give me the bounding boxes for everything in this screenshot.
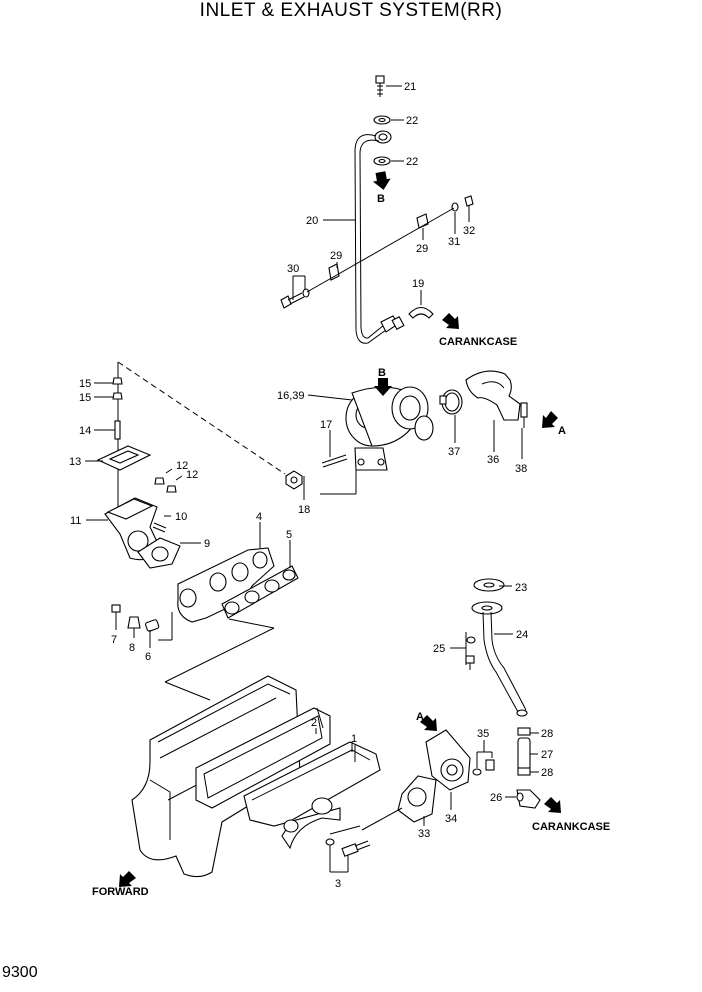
direction-label-a-bottom: A bbox=[416, 711, 424, 723]
page-number: 9300 bbox=[2, 964, 38, 981]
callout-3: 3 bbox=[335, 878, 341, 890]
callout-15: 15 bbox=[79, 378, 91, 390]
callout-11: 11 bbox=[70, 515, 81, 527]
callout-22: 22 bbox=[406, 156, 418, 168]
callout-15: 15 bbox=[79, 392, 91, 404]
callout-1: 1 bbox=[351, 733, 357, 745]
callout-23: 23 bbox=[515, 582, 527, 594]
callout-22: 22 bbox=[406, 115, 418, 127]
callout-6: 6 bbox=[145, 651, 151, 663]
part-callouts: 21 22 22 20 29 29 30 31 32 19 16,39 17 1… bbox=[69, 81, 553, 890]
callout-37: 37 bbox=[448, 446, 460, 458]
direction-label-crankcase-top: CARANKCASE bbox=[439, 336, 517, 348]
callout-4: 4 bbox=[256, 511, 262, 523]
oil-return-group bbox=[361, 578, 541, 831]
arrow-crankcase-bottom-icon bbox=[544, 797, 561, 813]
callout-38: 38 bbox=[515, 463, 527, 475]
direction-label-forward: FORWARD bbox=[92, 886, 149, 898]
callout-20: 20 bbox=[306, 215, 318, 227]
turbocharger-group bbox=[285, 370, 528, 500]
callout-19: 19 bbox=[412, 278, 424, 290]
callout-31: 31 bbox=[448, 236, 460, 248]
callout-14: 14 bbox=[79, 425, 91, 437]
callout-33: 33 bbox=[418, 828, 430, 840]
callout-8: 8 bbox=[129, 642, 135, 654]
direction-label-a-right: A bbox=[558, 425, 566, 437]
callout-28: 28 bbox=[541, 728, 553, 740]
callout-28: 28 bbox=[541, 767, 553, 779]
callout-2: 2 bbox=[311, 717, 317, 729]
callout-34: 34 bbox=[445, 813, 457, 825]
callout-10: 10 bbox=[175, 511, 187, 523]
callout-25: 25 bbox=[433, 643, 445, 655]
callout-35: 35 bbox=[477, 728, 489, 740]
callout-16-39: 16,39 bbox=[277, 390, 305, 402]
exhaust-manifold-group bbox=[96, 361, 299, 701]
callout-12: 12 bbox=[186, 469, 198, 481]
callout-12: 12 bbox=[176, 460, 188, 472]
direction-label-b-turbo: B bbox=[378, 367, 386, 379]
arrow-b-top-icon bbox=[372, 171, 391, 190]
arrow-crankcase-top-icon bbox=[442, 313, 459, 329]
callout-9: 9 bbox=[204, 538, 210, 550]
direction-label-crankcase-bottom: CARANKCASE bbox=[532, 821, 610, 833]
callout-21: 21 bbox=[404, 81, 416, 93]
callout-27: 27 bbox=[541, 749, 553, 761]
arrow-a-right-icon bbox=[542, 411, 558, 428]
callout-30: 30 bbox=[287, 263, 299, 275]
callout-26: 26 bbox=[490, 792, 502, 804]
page-title: INLET & EXHAUST SYSTEM(RR) bbox=[199, 0, 503, 21]
callout-18: 18 bbox=[298, 504, 310, 516]
callout-29: 29 bbox=[330, 250, 342, 262]
leader-lines bbox=[85, 85, 539, 798]
callout-13: 13 bbox=[69, 456, 81, 468]
callout-24: 24 bbox=[516, 629, 528, 641]
direction-label-b-top: B bbox=[377, 193, 385, 205]
arrow-forward-icon bbox=[119, 871, 136, 887]
engine-block-group bbox=[131, 675, 381, 878]
callout-29: 29 bbox=[416, 243, 428, 255]
callout-5: 5 bbox=[286, 529, 292, 541]
callout-32: 32 bbox=[463, 225, 475, 237]
oil-feed-pipe-group bbox=[280, 75, 474, 344]
arrow-a-bottom-icon bbox=[420, 715, 437, 731]
callout-36: 36 bbox=[487, 454, 499, 466]
callout-7: 7 bbox=[111, 634, 117, 646]
callout-17: 17 bbox=[320, 419, 332, 431]
direction-arrows bbox=[119, 171, 561, 887]
arrow-b-turbo-icon bbox=[374, 378, 392, 396]
